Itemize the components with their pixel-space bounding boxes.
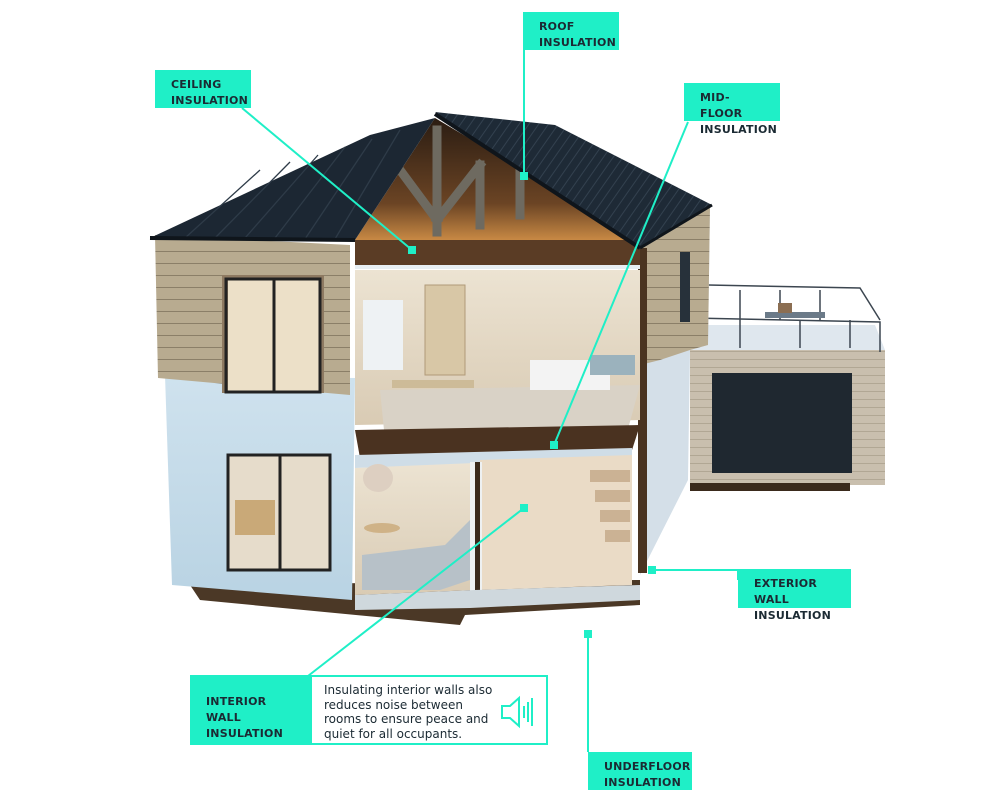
interior-wall-note-text: Insulating interior walls also reduces n… [324,683,493,741]
label-line: CEILING [171,78,222,91]
label-line: INSULATION [700,123,777,136]
label-line: INTERIOR WALL [206,695,267,724]
label-line: ROOF [539,20,575,33]
exterior-wall-insulation-label: EXTERIOR WALL INSULATION [738,569,851,622]
label-line: MID-FLOOR [700,91,743,120]
label-line: INSULATION [604,776,681,789]
interior-wall-insulation-label: INTERIOR WALL INSULATION [190,675,312,745]
mid-floor-insulation-label: MID-FLOOR INSULATION [684,83,780,136]
speaker-sound-icon [501,695,533,729]
label-line: INSULATION [206,727,283,740]
label-line: INSULATION [539,36,616,49]
interior-wall-note-box: Insulating interior walls also reduces n… [310,675,548,745]
ceiling-insulation-label: CEILING INSULATION [155,70,251,108]
label-line: INSULATION [754,609,831,622]
underfloor-insulation-label: UNDERFLOOR INSULATION [588,752,692,790]
label-line: INSULATION [171,94,248,107]
garage [690,284,885,491]
roof-insulation-label: ROOF INSULATION [523,12,619,50]
label-line: EXTERIOR WALL [754,577,817,606]
label-line: UNDERFLOOR [604,760,691,773]
